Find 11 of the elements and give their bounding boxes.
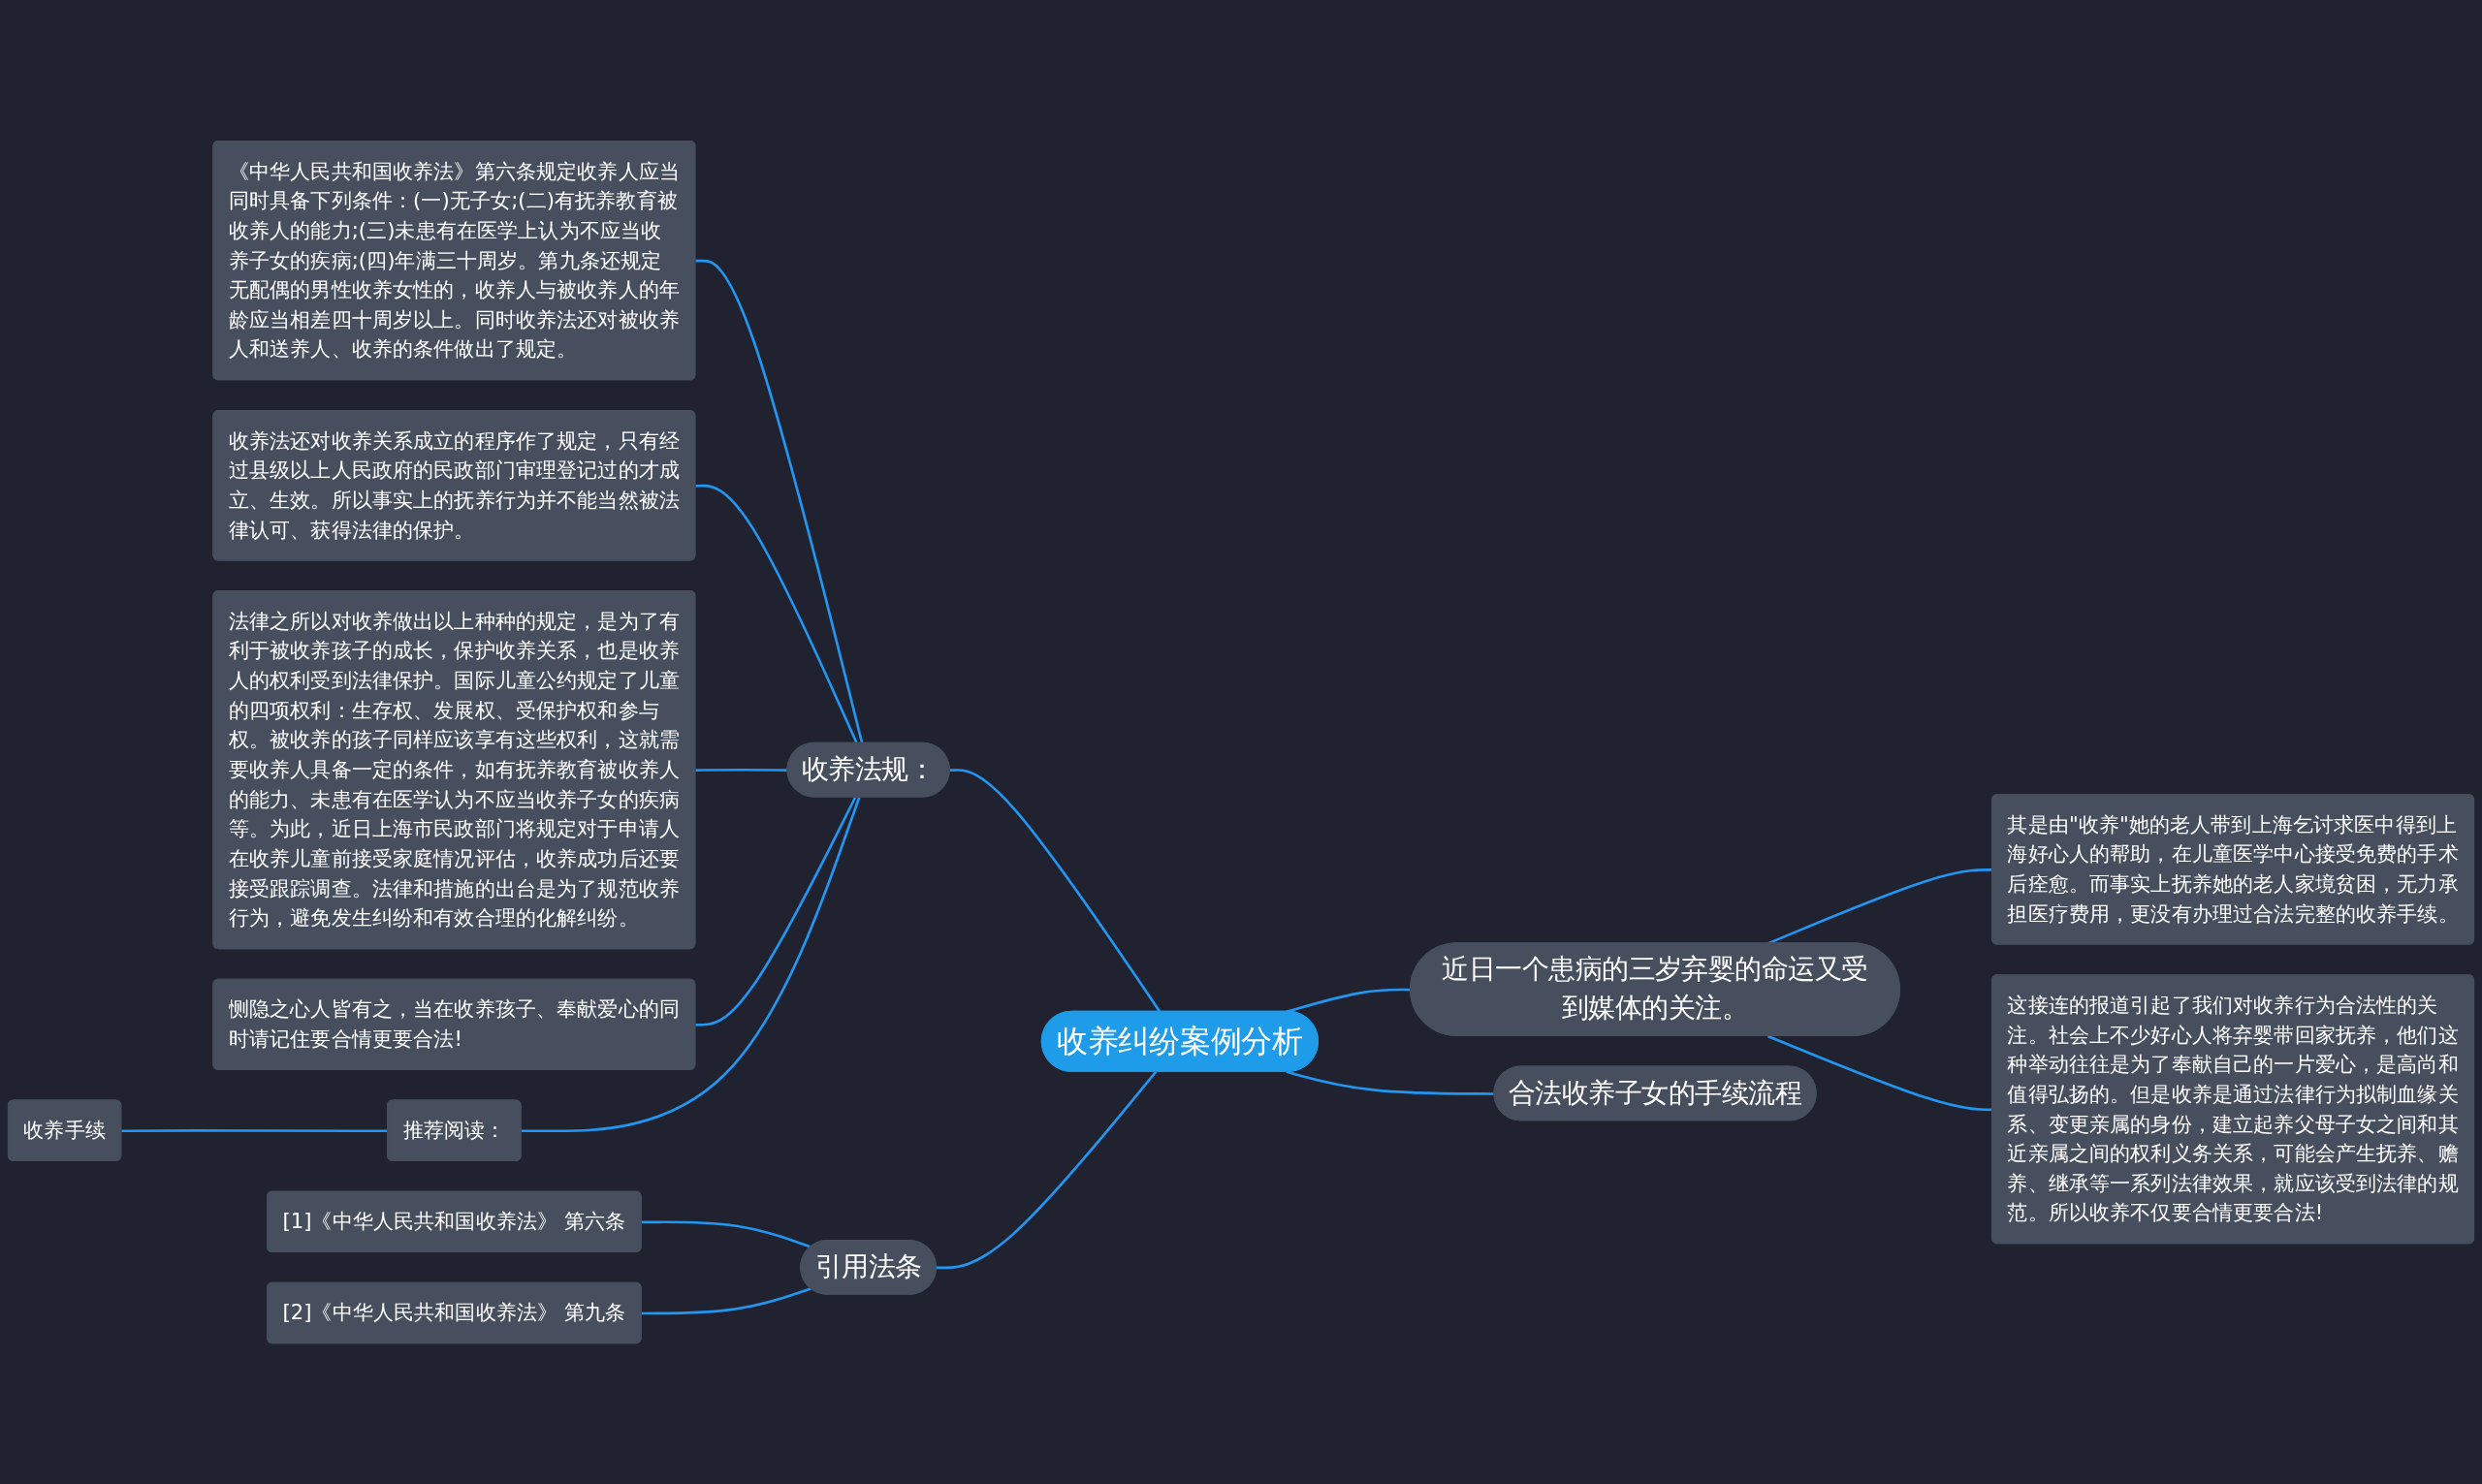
connector (695, 259, 864, 744)
connector (1286, 988, 1412, 1014)
connector (695, 484, 858, 744)
connector (1286, 1070, 1495, 1095)
connector (695, 796, 857, 1026)
connector (949, 769, 1161, 1013)
connector (641, 1287, 811, 1315)
connector (695, 768, 788, 772)
connector (641, 1220, 811, 1248)
connector (936, 1070, 1158, 1270)
connector (521, 797, 861, 1133)
